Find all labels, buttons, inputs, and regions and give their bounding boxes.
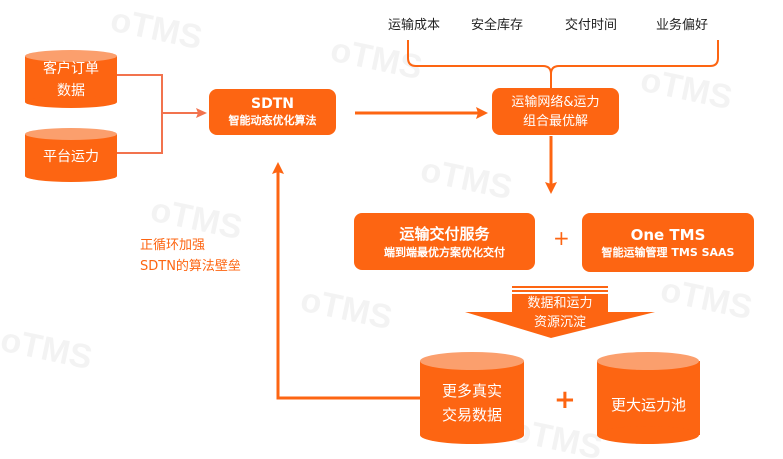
delivery-subtitle: 端到端最优方案优化交付 xyxy=(384,246,505,259)
loop-note: 正循环加强 SDTN的算法壁垒 xyxy=(140,235,241,277)
cylinder-capacity xyxy=(25,128,117,182)
plus-sign: + xyxy=(554,385,576,415)
optimal-box: 运输网络&运力 组合最优解 xyxy=(492,88,619,135)
pool-label: 更大运力池 xyxy=(610,396,686,414)
arrow-head xyxy=(196,108,207,118)
factor-preference: 业务偏好 xyxy=(656,18,709,33)
sdtn-box: SDTN 智能动态优化算法 xyxy=(209,89,336,135)
data-label: 更多真实 交易数据 xyxy=(420,378,524,428)
factor-time: 交付时间 xyxy=(565,18,618,33)
loop-note-line2: SDTN的算法壁垒 xyxy=(140,259,241,274)
loop-note-line1: 正循环加强 xyxy=(140,238,206,253)
cylinder-orders xyxy=(25,50,117,108)
inputs-connector xyxy=(117,74,200,154)
delivery-title: 运输交付服务 xyxy=(399,225,490,243)
sediment-line2: 资源沉淀 xyxy=(533,315,586,330)
sediment-arrow xyxy=(465,294,655,338)
onetms-subtitle: 智能运输管理 TMS SAAS xyxy=(601,245,735,259)
arrow-head xyxy=(476,107,488,119)
sediment-label: 数据和运力 资源沉淀 xyxy=(512,294,608,332)
sdtn-subtitle: 智能动态优化算法 xyxy=(228,114,317,127)
orders-label: 客户订单 数据 xyxy=(25,60,117,100)
sdtn-title: SDTN xyxy=(251,96,294,112)
orders-line1: 客户订单 xyxy=(43,61,99,77)
cylinder-pool xyxy=(597,352,700,444)
cylinder-data xyxy=(420,352,524,444)
capacity-label: 平台运力 xyxy=(43,149,99,165)
feedback-loop xyxy=(276,172,420,400)
factor-cost: 运输成本 xyxy=(388,18,441,33)
orders-line2: 数据 xyxy=(57,83,85,99)
plus-sign: + xyxy=(553,226,570,250)
optimal-line2: 组合最优解 xyxy=(522,113,588,129)
onetms-box: One TMS 智能运输管理 TMS SAAS xyxy=(582,213,754,272)
factor-stock: 安全库存 xyxy=(471,18,524,33)
arrow-head xyxy=(545,182,557,194)
data-line2: 交易数据 xyxy=(441,406,502,424)
arrow-head xyxy=(272,162,284,174)
data-line1: 更多真实 xyxy=(441,382,502,400)
onetms-title: One TMS xyxy=(630,225,706,244)
delivery-box: 运输交付服务 端到端最优方案优化交付 xyxy=(354,213,535,270)
optimal-line1: 运输网络&运力 xyxy=(511,94,600,110)
sediment-line1: 数据和运力 xyxy=(527,296,593,311)
factors-brace xyxy=(407,40,719,88)
